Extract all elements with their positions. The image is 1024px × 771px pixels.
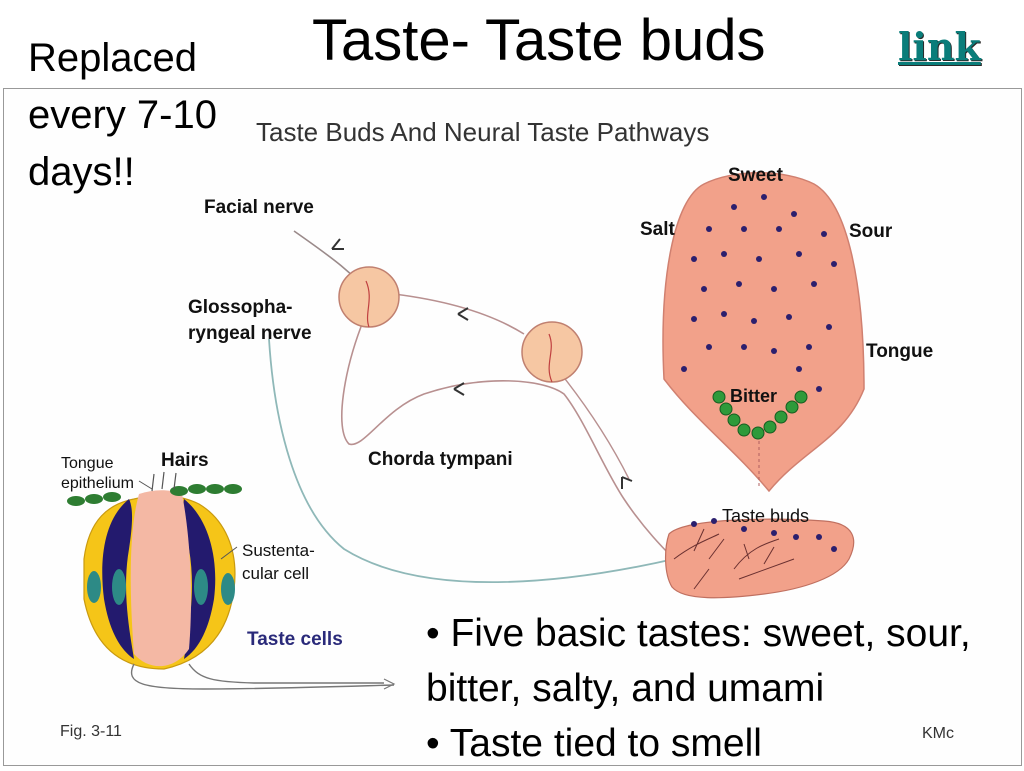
label-sour: Sour xyxy=(849,221,893,242)
taste-bud-section xyxy=(665,518,855,599)
label-glosso-1: Glossopha- xyxy=(188,297,293,318)
figure-frame: Taste Buds And Neural Taste Pathways Fac… xyxy=(3,88,1022,766)
nucleus-4 xyxy=(221,573,235,605)
figure-title: Taste Buds And Neural Taste Pathways xyxy=(256,117,710,147)
label-taste-cells: Taste cells xyxy=(247,629,343,650)
label-salt: Salt xyxy=(640,219,675,240)
label-tongue-epithelium-1: Tongue xyxy=(61,455,114,472)
label-glosso-2: ryngeal nerve xyxy=(188,323,312,344)
tongue-shape xyxy=(662,172,865,493)
tongue-papillae xyxy=(681,194,837,392)
label-sweet: Sweet xyxy=(728,165,783,186)
label-fig-number: Fig. 3-11 xyxy=(60,723,122,740)
label-credit: KMc xyxy=(922,725,954,742)
bitter-buds xyxy=(712,390,808,440)
nucleus-2 xyxy=(112,569,126,605)
label-sustentacular-1: Sustenta- xyxy=(242,541,315,560)
label-tongue-epithelium-2: epithelium xyxy=(61,475,134,492)
taste-bud-dots xyxy=(691,518,837,552)
label-facial-nerve: Facial nerve xyxy=(204,197,314,218)
bullet-list: • Five basic tastes: sweet, sour, bitter… xyxy=(426,606,1016,771)
bullet-1: • Five basic tastes: sweet, sour, bitter… xyxy=(426,612,971,710)
side-note: Replaced every 7-10 days!! xyxy=(28,36,217,194)
label-chorda-tympani: Chorda tympani xyxy=(368,449,513,470)
nerve-arrow-1 xyxy=(331,238,344,250)
label-hairs: Hairs xyxy=(161,450,209,471)
taste-pathway-diagram xyxy=(67,172,865,690)
petrosal-ganglion xyxy=(521,321,583,383)
epithelium-pointer xyxy=(138,480,153,490)
bullet-2: • Taste tied to smell xyxy=(426,722,762,765)
label-bitter: Bitter xyxy=(730,386,778,406)
chorda-tympani-nerve xyxy=(340,318,675,560)
nerve-arrow-4 xyxy=(621,476,633,489)
sensory-fibers xyxy=(130,663,395,690)
susten-pointer xyxy=(220,546,238,560)
link-button[interactable]: link xyxy=(898,24,981,69)
taste-hairs xyxy=(151,471,177,492)
slide-title: Taste- Taste buds xyxy=(312,8,766,73)
nerve-arrow-2 xyxy=(457,307,469,321)
nucleus-3 xyxy=(194,569,208,605)
label-tongue: Tongue xyxy=(866,341,934,362)
taste-cell-core xyxy=(130,490,192,667)
epithelium-strip xyxy=(67,484,242,506)
nucleus-1 xyxy=(87,571,101,603)
glossopharyngeal-nerve xyxy=(268,338,675,584)
nerve-arrow-3 xyxy=(453,382,465,396)
nerve-branches xyxy=(673,528,795,590)
label-sustentacular-2: cular cell xyxy=(242,564,310,583)
ganglion-link-nerve xyxy=(393,293,525,335)
label-taste-buds: Taste buds xyxy=(722,506,810,526)
